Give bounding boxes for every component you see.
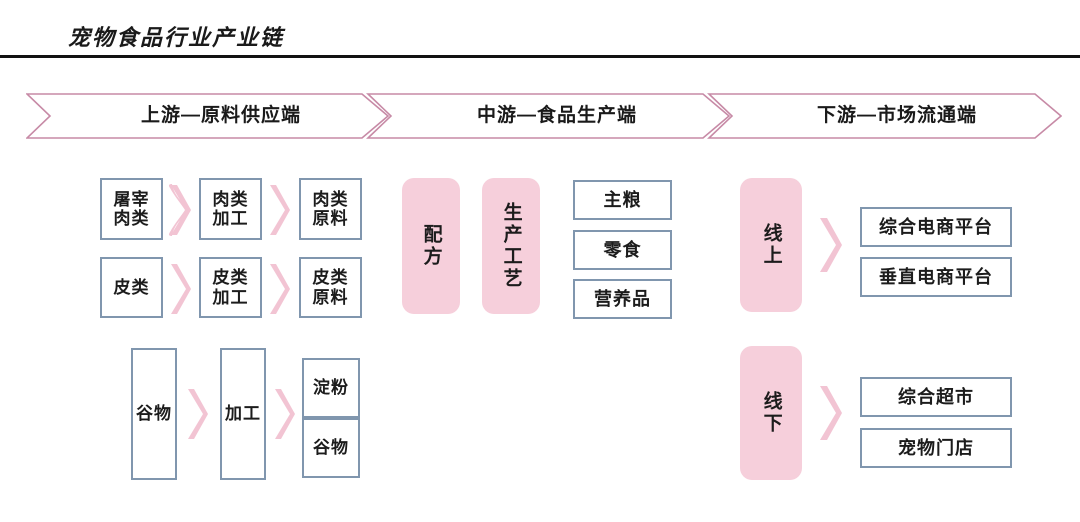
box-grain-source-label: 谷物 [136,404,172,424]
chevron-right-icon [270,264,290,314]
box-product-snack-label: 零食 [603,239,642,260]
chevron-right-icon [270,185,290,235]
stage-label-upstream: 上游—原料供应端 [140,105,301,126]
box-hide-material-label: 皮类 原料 [312,268,349,307]
box-meat-material-label: 肉类 原料 [312,189,349,228]
box-hide-processing-label: 皮类 加工 [212,268,249,307]
box-product-nutrition: 营养品 [573,279,672,319]
box-hide: 皮类 [100,257,163,318]
stage-shape-midstream [366,93,731,139]
chevron-right-icon [171,264,191,314]
box-offline-channel-label: 线下 [760,391,782,435]
box-product-staple-label: 主粮 [603,189,642,210]
box-vertical-ecommerce: 垂直电商平台 [860,257,1012,297]
box-grain-output-label: 谷物 [313,438,349,458]
box-production-process-label: 生产工艺 [500,202,522,290]
box-comprehensive-ecommerce-label: 综合电商平台 [879,216,993,237]
box-pet-store-label: 宠物门店 [898,437,974,458]
box-product-staple: 主粮 [573,180,672,220]
stage-banner-shape [26,93,1062,139]
box-online-channel: 线上 [740,178,802,312]
box-starch: 淀粉 [302,358,360,418]
arrow-meat-1 [168,182,194,238]
stage-label-midstream: 中游—食品生产端 [476,105,637,126]
box-comprehensive-ecommerce: 综合电商平台 [860,207,1012,247]
box-online-channel-label: 线上 [760,223,782,267]
arrow-hide-2 [267,261,293,317]
box-pet-store: 宠物门店 [860,428,1012,468]
chevron-right-icon [188,389,208,439]
box-slaughter-meat: 屠宰 肉类 [100,178,163,240]
box-hide-material: 皮类 原料 [299,257,362,318]
chevron-right-icon [168,184,191,236]
stage-shape-upstream [26,93,390,139]
arrow-offline [817,383,845,443]
box-product-snack: 零食 [573,230,672,270]
arrow-grain-2 [272,386,298,442]
box-grain-processing-label: 加工 [225,404,261,424]
box-formula-label: 配方 [420,224,442,268]
box-grain-source: 谷物 [131,348,177,480]
arrow-grain-1 [185,386,211,442]
chevron-right-icon [275,389,295,439]
arrow-online [817,215,845,275]
box-slaughter-meat-label: 屠宰 肉类 [113,189,150,228]
stage-label-downstream: 下游—市场流通端 [816,105,977,126]
box-formula: 配方 [402,178,460,314]
chevron-right-icon [820,218,842,272]
box-production-process: 生产工艺 [482,178,540,314]
stage-shape-downstream [707,93,1062,139]
box-product-nutrition-label: 营养品 [594,288,651,309]
stage-banner: 上游—原料供应端 中游—食品生产端 下游—市场流通端 [26,93,1062,139]
box-meat-processing: 肉类 加工 [199,178,262,240]
arrow-hide-1 [168,261,194,317]
chevron-right-icon [820,386,842,440]
page-title: 宠物食品行业产业链 [68,25,285,50]
title-divider [0,55,1080,58]
box-supermarket: 综合超市 [860,377,1012,417]
box-offline-channel: 线下 [740,346,802,480]
box-grain-output: 谷物 [302,418,360,478]
box-vertical-ecommerce-label: 垂直电商平台 [879,266,993,287]
box-grain-processing: 加工 [220,348,266,480]
box-meat-material: 肉类 原料 [299,178,362,240]
arrow-meat-2 [267,182,293,238]
box-meat-processing-label: 肉类 加工 [212,189,249,228]
box-starch-label: 淀粉 [313,378,349,398]
box-hide-processing: 皮类 加工 [199,257,262,318]
box-hide-label: 皮类 [113,277,150,297]
box-supermarket-label: 综合超市 [898,386,974,407]
